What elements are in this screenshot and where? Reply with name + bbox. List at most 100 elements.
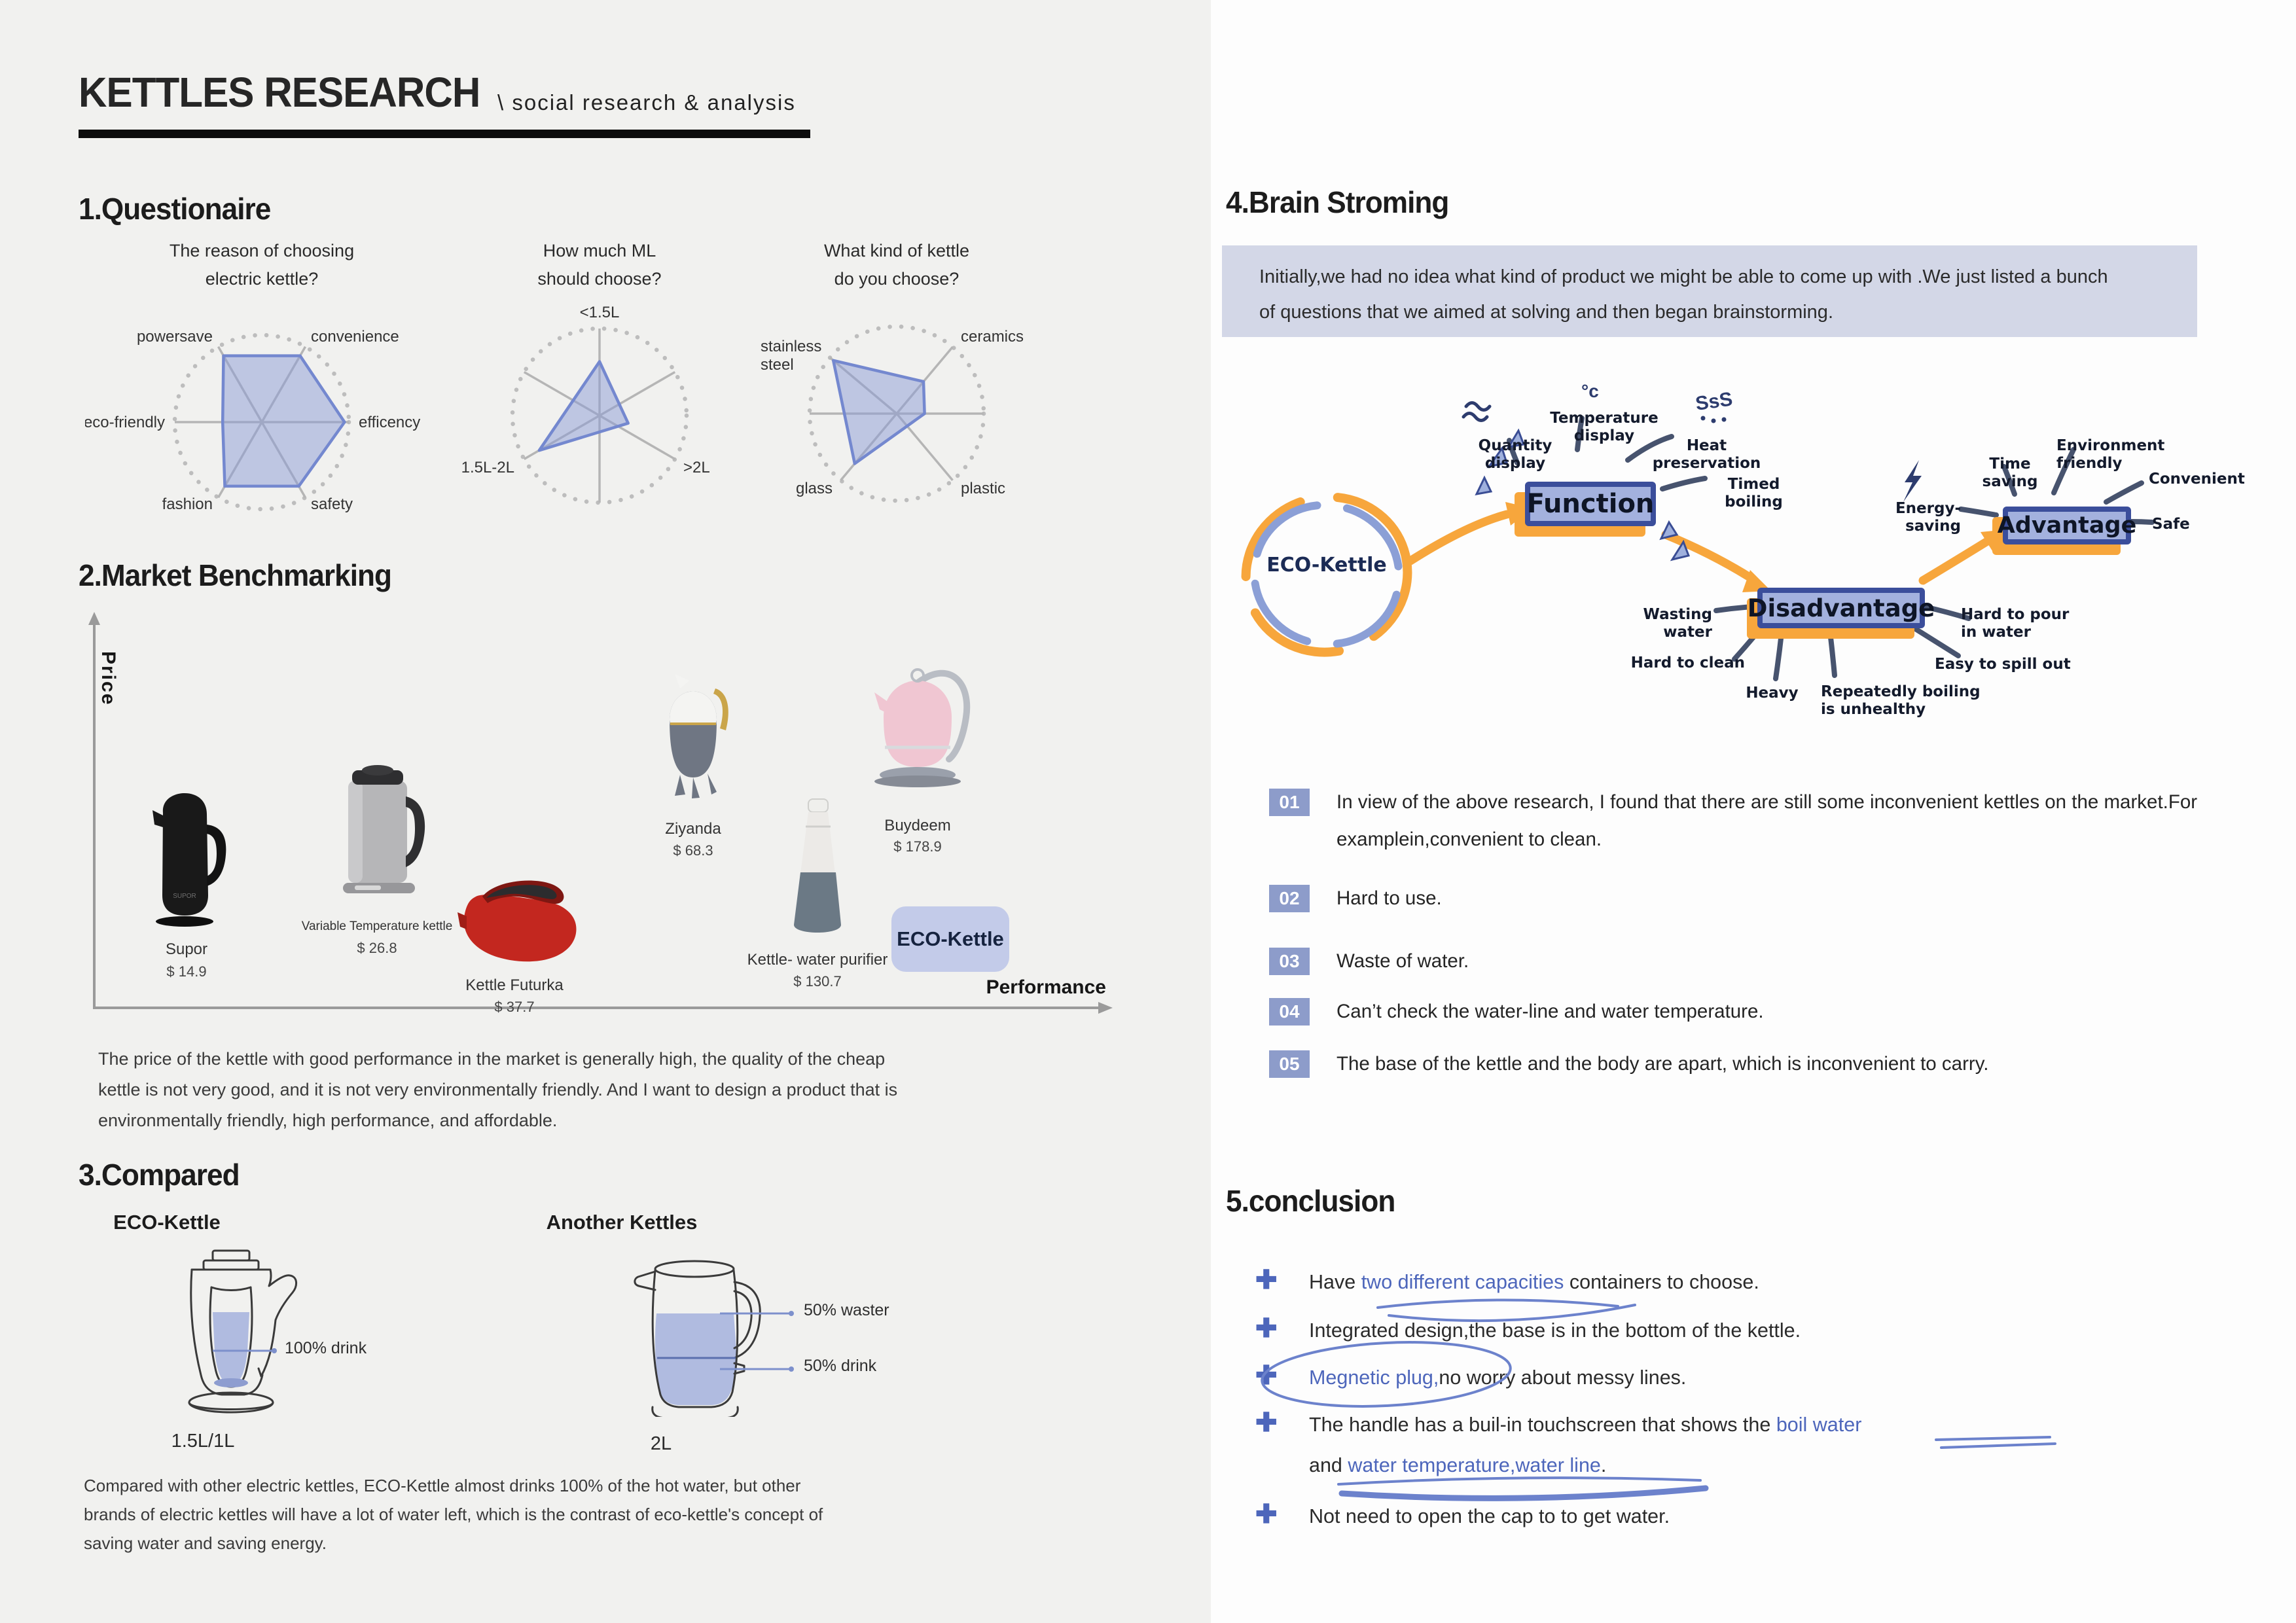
mindmap-branch-label: Easy to spill out bbox=[1935, 656, 2071, 673]
price-axis-label: Price bbox=[98, 651, 119, 706]
mindmap-branch-label: Safe bbox=[2152, 516, 2190, 533]
svg-text:glass: glass bbox=[796, 480, 833, 497]
eco-root-circle-orange bbox=[1241, 492, 1412, 657]
mindmap-arrows bbox=[1406, 510, 1993, 585]
product-name: Kettle- water purifier bbox=[747, 951, 888, 969]
waves-icon bbox=[1462, 401, 1492, 422]
brainstorm-intro-box bbox=[1222, 245, 2197, 337]
performance-axis-label: Performance bbox=[986, 976, 1106, 998]
mindmap-branch-label: Quantity display bbox=[1478, 437, 1552, 472]
steam-icon: SsS bbox=[1694, 388, 1734, 415]
kettle-water-purifier-image bbox=[794, 798, 841, 933]
mindmap-branch-label: Convenient bbox=[2149, 471, 2245, 488]
svg-text:safety: safety bbox=[311, 495, 353, 513]
another-kettle-drawing bbox=[634, 1260, 761, 1417]
left-callout-label: 100% drink bbox=[285, 1339, 367, 1357]
product-name: Supor bbox=[165, 940, 208, 958]
mindmap-branch-ticks bbox=[1507, 416, 2155, 681]
product-price: $ 37.7 bbox=[494, 999, 535, 1015]
right-callout-line-bottom bbox=[720, 1366, 794, 1372]
mindmap-triangles bbox=[1475, 428, 1691, 562]
mindmap-branch-label: Temperature display bbox=[1550, 410, 1659, 444]
svg-text:plastic: plastic bbox=[961, 480, 1005, 497]
right-capacity-label: 2L bbox=[650, 1433, 672, 1454]
plus-bullet-icon: ✚ bbox=[1255, 1500, 1278, 1529]
svg-text:>2L: >2L bbox=[683, 459, 710, 476]
kettle-futurka-image bbox=[457, 880, 577, 962]
product-price: $ 178.9 bbox=[893, 838, 942, 855]
mindmap-links: °c SsS bbox=[1241, 381, 2155, 681]
left-capacity-label: 1.5L/1L bbox=[171, 1431, 235, 1452]
mindmap-branch-label: Heavy bbox=[1746, 685, 1799, 702]
celsius-icon: °c bbox=[1581, 381, 1599, 401]
page-title: KETTLES RESEARCH bbox=[79, 69, 480, 116]
finding-text: In view of the above research, I found t… bbox=[1336, 791, 2198, 850]
finding-number-badge: 01 bbox=[1269, 789, 1310, 816]
section-heading-brainstorm: 4.Brain Stroming bbox=[1226, 185, 1449, 219]
page-subtitle: \ social research & analysis bbox=[497, 90, 796, 115]
plus-bullet-icon: ✚ bbox=[1255, 1314, 1278, 1343]
mindmap-branch-label: Wasting water bbox=[1643, 606, 1712, 641]
radar-chart-capacity: <1.5L1.5L-2L>2L bbox=[461, 304, 710, 505]
finding-text: Hard to use. bbox=[1336, 887, 1442, 909]
eco-kettle-drawing bbox=[188, 1249, 297, 1414]
svg-text:stainless: stainless bbox=[761, 338, 821, 355]
ziyanda-kettle-image bbox=[670, 674, 728, 798]
price-performance-axes bbox=[88, 612, 1113, 1014]
svg-text:steel: steel bbox=[761, 356, 794, 374]
compared-right-title: Another Kettles bbox=[546, 1211, 698, 1234]
compared-paragraph: Compared with other electric kettles, EC… bbox=[84, 1476, 823, 1553]
finding-number-badge: 02 bbox=[1269, 885, 1310, 912]
product-name: Buydeem bbox=[884, 817, 951, 834]
right-callout-line-top bbox=[720, 1311, 794, 1316]
conclusion-bullet-text: Not need to open the cap to to get water… bbox=[1309, 1505, 1670, 1527]
variable-temperature-kettle-image bbox=[343, 765, 425, 893]
mindmap-branch-label: Heat preservation bbox=[1652, 437, 1761, 472]
svg-text:fashion: fashion bbox=[162, 495, 213, 513]
product-price: $ 14.9 bbox=[166, 963, 207, 980]
conclusion-bullet-text: Megnetic plug,no worry about messy lines… bbox=[1309, 1366, 1687, 1389]
compared-left-title: ECO-Kettle bbox=[113, 1211, 221, 1234]
lightning-icon bbox=[1903, 460, 1922, 502]
buydeem-kettle-image bbox=[874, 668, 971, 787]
eco-root-circle-blue bbox=[1250, 501, 1403, 649]
svg-text:powersave: powersave bbox=[137, 328, 213, 346]
conclusion-bullet-text: Integrated design,the base is in the bot… bbox=[1309, 1319, 1801, 1342]
svg-text:SUPOR: SUPOR bbox=[173, 893, 196, 900]
mindmap-branch-label: Energy-saving bbox=[1895, 500, 1961, 535]
right-callout-label-top: 50% waster bbox=[804, 1301, 889, 1319]
mindmap-branch-label: Timed boiling bbox=[1725, 476, 1783, 510]
finding-text: The base of the kettle and the body are … bbox=[1336, 1053, 1989, 1075]
conclusion-bullet-text: Have two different capacities containers… bbox=[1309, 1271, 1759, 1293]
finding-text: Waste of water. bbox=[1336, 950, 1469, 972]
title-underline-bar bbox=[79, 130, 810, 138]
right-callout-label-bottom: 50% drink bbox=[804, 1357, 877, 1375]
mindmap-branch-label: Environment friendly bbox=[2056, 437, 2165, 472]
mindmap-disadvantage-node: Disadvantage bbox=[1748, 588, 1935, 628]
product-name: Ziyanda bbox=[665, 820, 721, 838]
mindmap-function-node: Function bbox=[1525, 482, 1656, 526]
conclusion-decorations bbox=[1261, 1298, 2056, 1501]
mindmap-advantage-node: Advantage bbox=[1998, 507, 2136, 544]
svg-text:<1.5L: <1.5L bbox=[580, 304, 620, 321]
steam-dots bbox=[1700, 416, 1727, 423]
market-paragraph: The price of the kettle with good perfor… bbox=[98, 1049, 898, 1130]
svg-text:eco-friendly: eco-friendly bbox=[85, 414, 165, 431]
section-heading-questionnaire: 1.Questionaire bbox=[79, 192, 271, 226]
finding-text: Can’t check the water-line and water tem… bbox=[1336, 1001, 1764, 1022]
section-heading-market: 2.Market Benchmarking bbox=[79, 558, 392, 592]
plus-bullet-icon: ✚ bbox=[1255, 1408, 1278, 1437]
svg-text:convenience: convenience bbox=[311, 328, 399, 346]
conclusion-bullet-text: The handle has a buil-in touchscreen tha… bbox=[1309, 1414, 1862, 1476]
finding-number-badge: 03 bbox=[1269, 948, 1310, 975]
svg-text:ceramics: ceramics bbox=[961, 328, 1024, 346]
mindmap-branch-label: Hard to clean bbox=[1630, 654, 1745, 671]
left-callout-line bbox=[213, 1348, 277, 1353]
product-price: $ 68.3 bbox=[673, 842, 713, 859]
section-heading-compared: 3.Compared bbox=[79, 1158, 240, 1192]
